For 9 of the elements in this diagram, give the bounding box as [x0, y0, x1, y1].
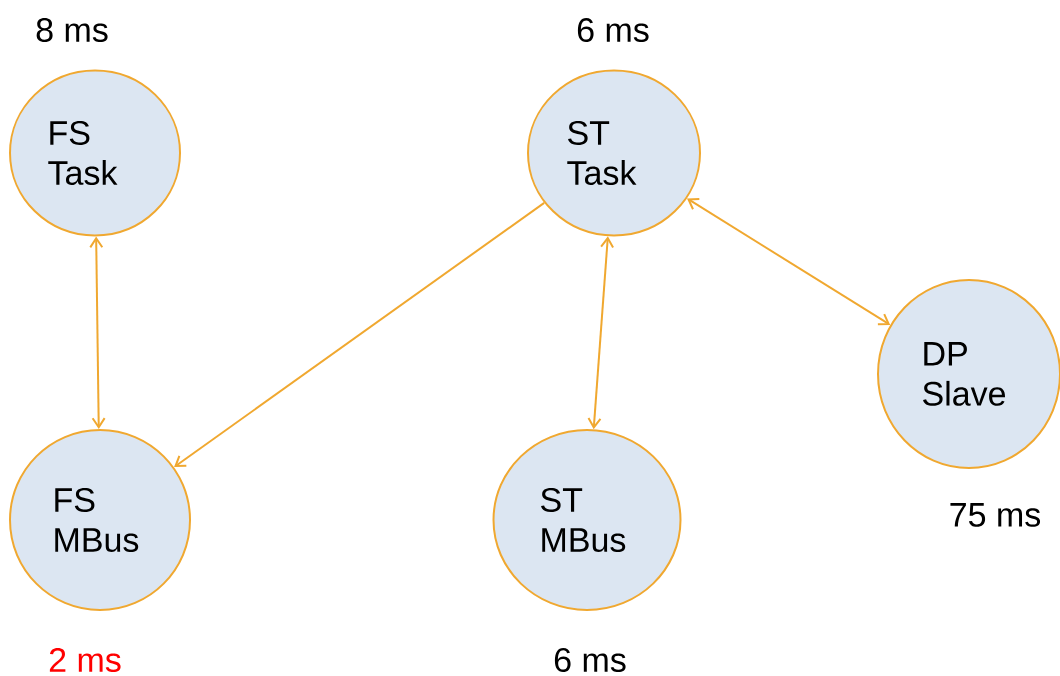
arrow — [174, 201, 546, 468]
arrow — [89, 236, 106, 429]
duration-label: 6 ms — [554, 647, 626, 672]
arrow — [687, 198, 891, 326]
duration-label: 75 ms — [950, 503, 1041, 527]
duration-label: 2 ms — [49, 647, 121, 672]
duration-label: 6 ms — [577, 17, 649, 42]
arrow — [587, 236, 615, 430]
duration-label: 8 ms — [36, 17, 108, 42]
